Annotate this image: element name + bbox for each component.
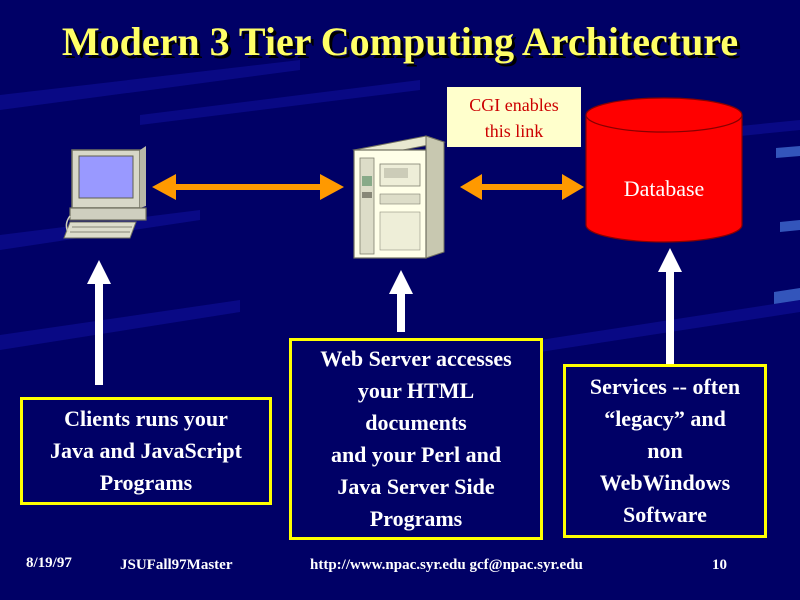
- database-label: Database: [623, 176, 705, 201]
- services-text: Services -- often “legacy” and non WebWi…: [589, 374, 741, 527]
- footer-page-number: 10: [712, 557, 727, 573]
- footer-master: JSUFall97Master: [120, 557, 233, 573]
- footer-date: 8/19/97: [26, 555, 72, 571]
- services-up-arrow: [658, 248, 682, 364]
- server-tower-icon: [352, 135, 446, 259]
- webserver-text: Web Server accesses your HTML documents …: [320, 346, 512, 531]
- clients-up-arrow: [87, 260, 111, 385]
- desktop-computer-icon: [63, 146, 147, 239]
- server-database-link-arrow: [460, 174, 584, 200]
- database-cylinder-icon: [585, 97, 743, 243]
- cgi-note: CGI enables this link: [447, 87, 581, 147]
- page-title: Modern 3 Tier Computing Architecture: [61, 19, 739, 64]
- webserver-box: Web Server accesses your HTML documents …: [289, 338, 543, 540]
- services-box: Services -- often “legacy” and non WebWi…: [563, 364, 767, 538]
- webserver-up-arrow: [389, 270, 413, 332]
- footer-url: http://www.npac.syr.edu gcf@npac.syr.edu: [310, 557, 583, 573]
- client-server-link-arrow: [152, 174, 344, 200]
- clients-box: Clients runs your Java and JavaScript Pr…: [20, 397, 272, 505]
- clients-text: Clients runs your Java and JavaScript Pr…: [50, 406, 242, 495]
